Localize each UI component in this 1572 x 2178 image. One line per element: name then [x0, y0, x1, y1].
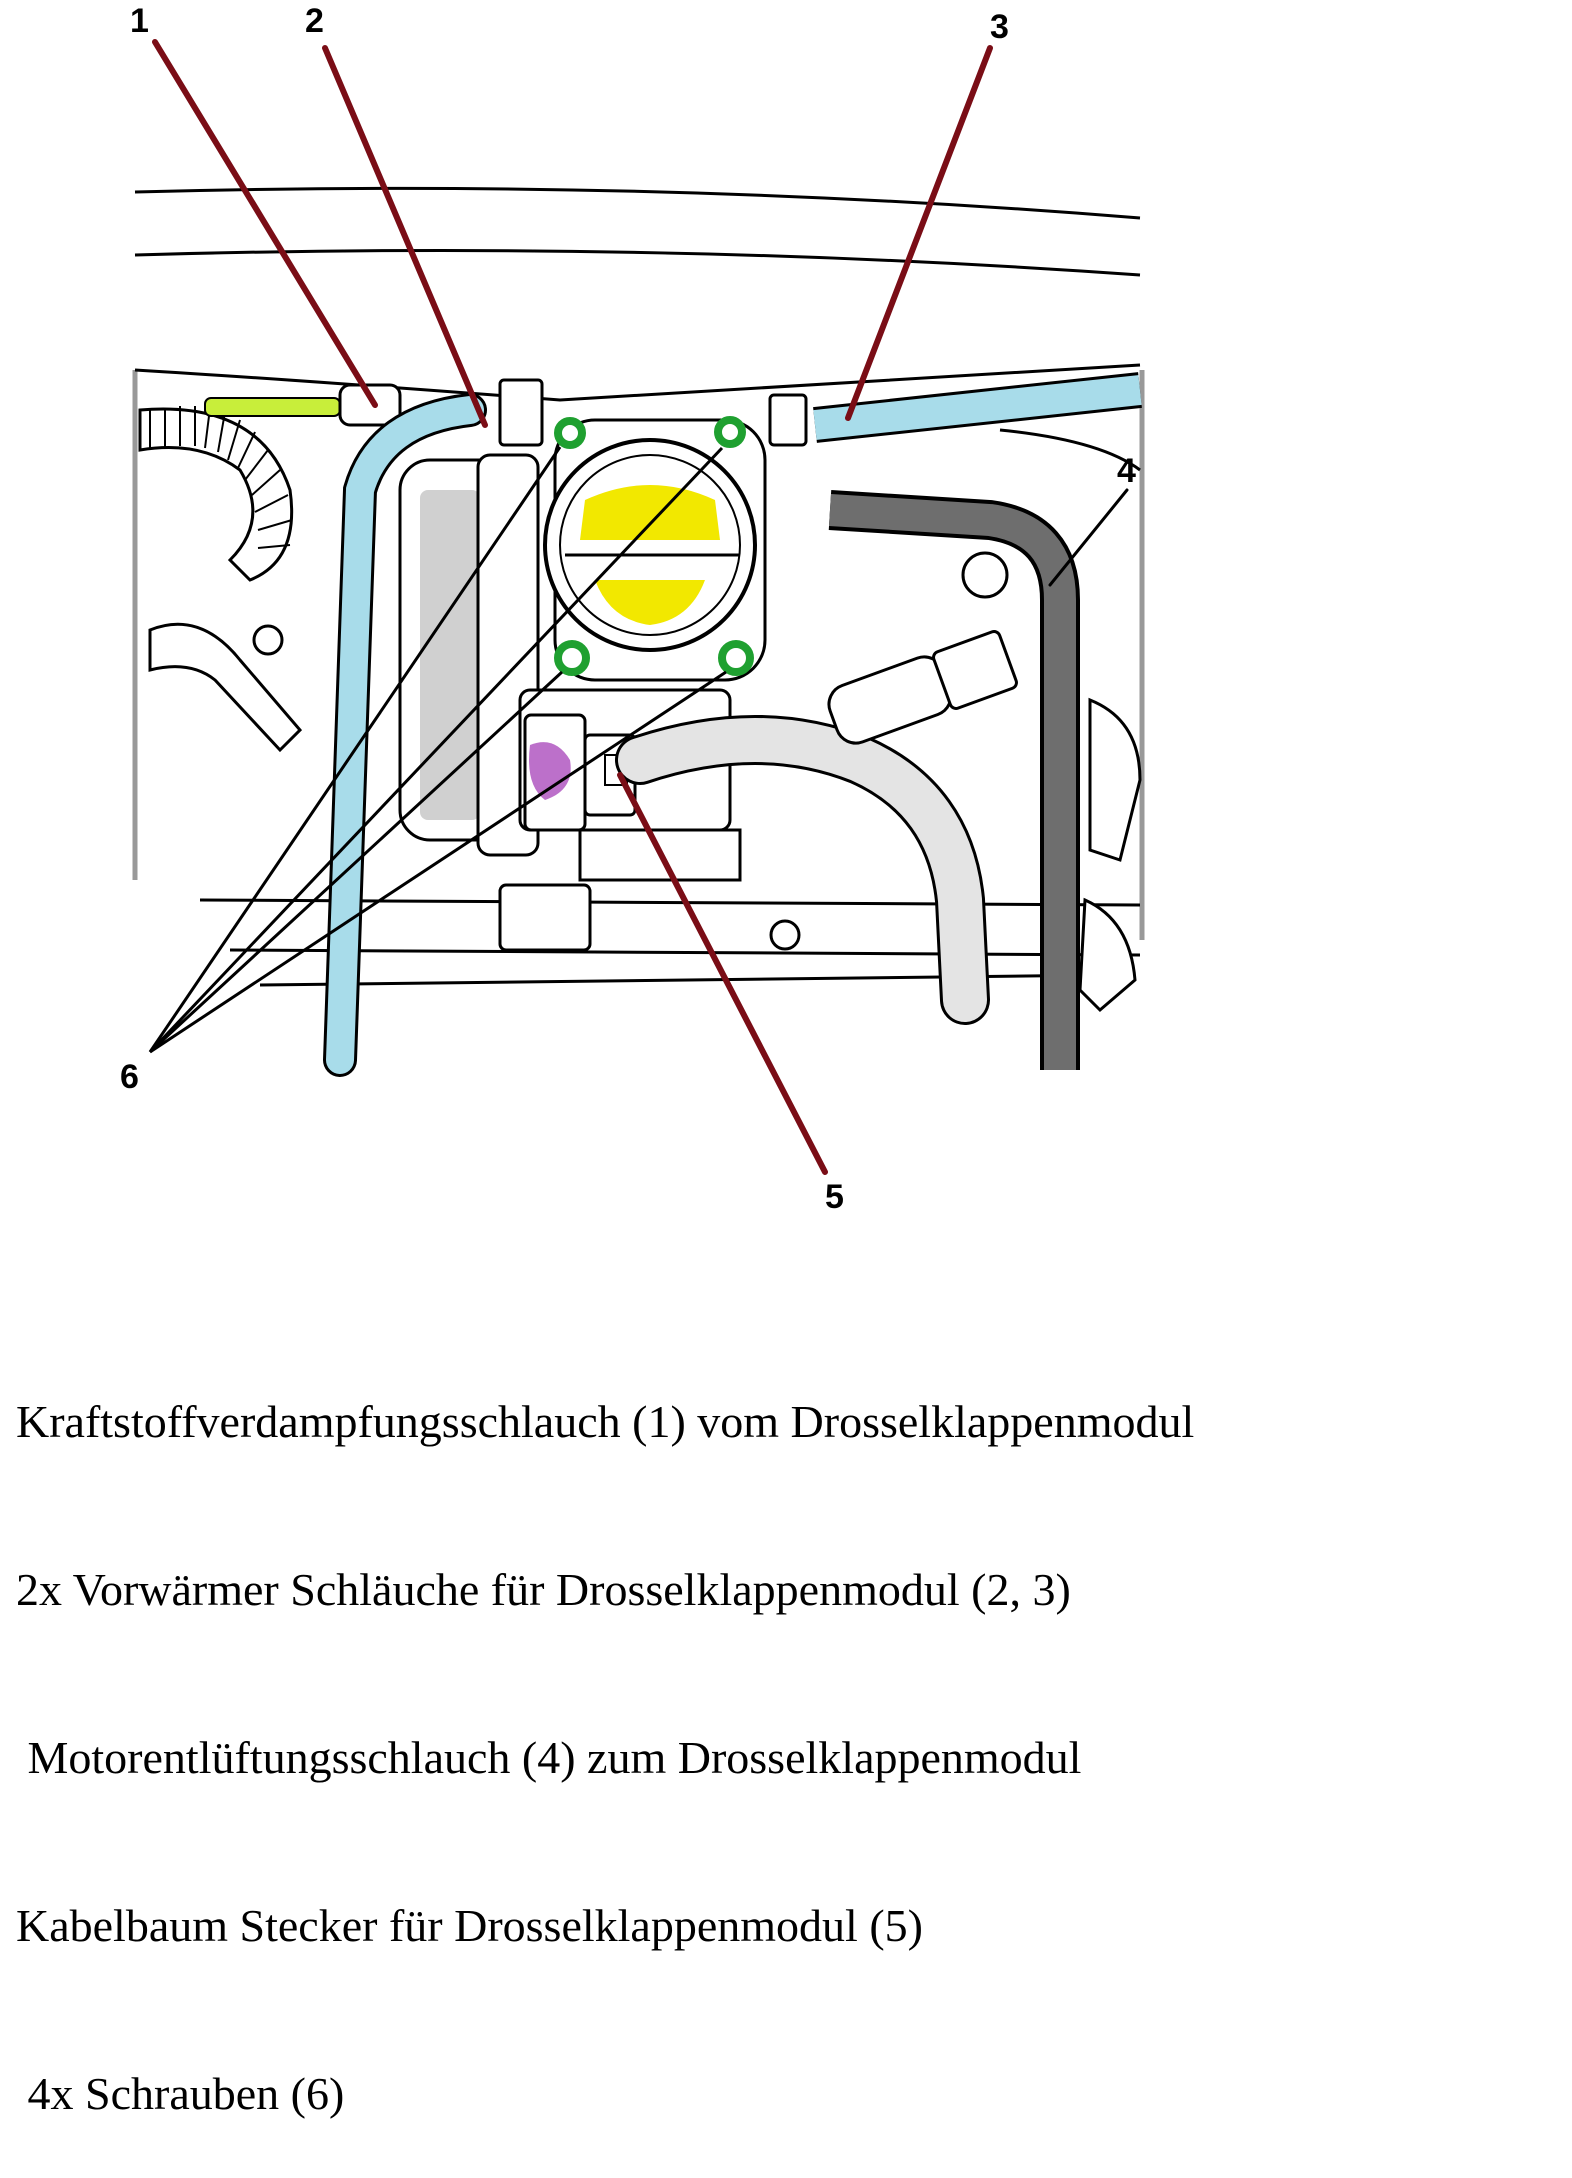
bolt-leaders	[148, 446, 727, 1054]
leader-4	[1048, 488, 1129, 587]
callout-2: 2	[305, 2, 324, 40]
callout-3: 3	[990, 8, 1009, 46]
throttle-body-diagram: 1 2 3 4 5 6	[120, 2, 1145, 1216]
bolt-bottom-right	[718, 640, 754, 676]
caption-line: 2x Vorwärmer Schläuche für Drosselklappe…	[16, 1564, 1071, 1615]
callout-6: 6	[120, 1058, 139, 1096]
heater-hose-2-fill	[326, 396, 484, 1074]
right-components	[999, 428, 1142, 1013]
callout-1: 1	[130, 2, 149, 40]
caption-line: Kabelbaum Stecker für Drosselklappenmodu…	[16, 1900, 923, 1951]
intake-tube	[138, 406, 303, 753]
fuel-vapor-hose	[204, 383, 402, 427]
caption-line: 4x Schrauben (6)	[16, 2068, 345, 2119]
caption-list: Kraftstoffverdampfungsschlauch (1) vom D…	[16, 1282, 1536, 2178]
callout-5: 5	[825, 1178, 844, 1216]
bolt-top-left	[554, 417, 586, 449]
caption-line: Kraftstoffverdampfungsschlauch (1) vom D…	[16, 1396, 1195, 1447]
heater-hose-3-fill	[813, 375, 1142, 440]
breather-hose-fill	[829, 494, 1076, 1070]
leader-3	[845, 45, 993, 421]
leader-1	[152, 39, 378, 408]
bolt-bottom-left	[554, 640, 590, 676]
harness-connector	[523, 713, 637, 832]
callout-4: 4	[1117, 452, 1136, 490]
throttle-body	[498, 378, 808, 682]
wiring-harness-fill	[618, 718, 987, 1022]
bolt-top-right	[714, 416, 746, 448]
leader-2	[322, 45, 488, 428]
bolts	[554, 416, 754, 676]
leader-5	[617, 772, 828, 1175]
sensor-plug	[827, 551, 1018, 745]
callout-leaders	[152, 39, 1129, 1175]
caption-line: Motorentlüftungsschlauch (4) zum Drossel…	[16, 1732, 1082, 1783]
